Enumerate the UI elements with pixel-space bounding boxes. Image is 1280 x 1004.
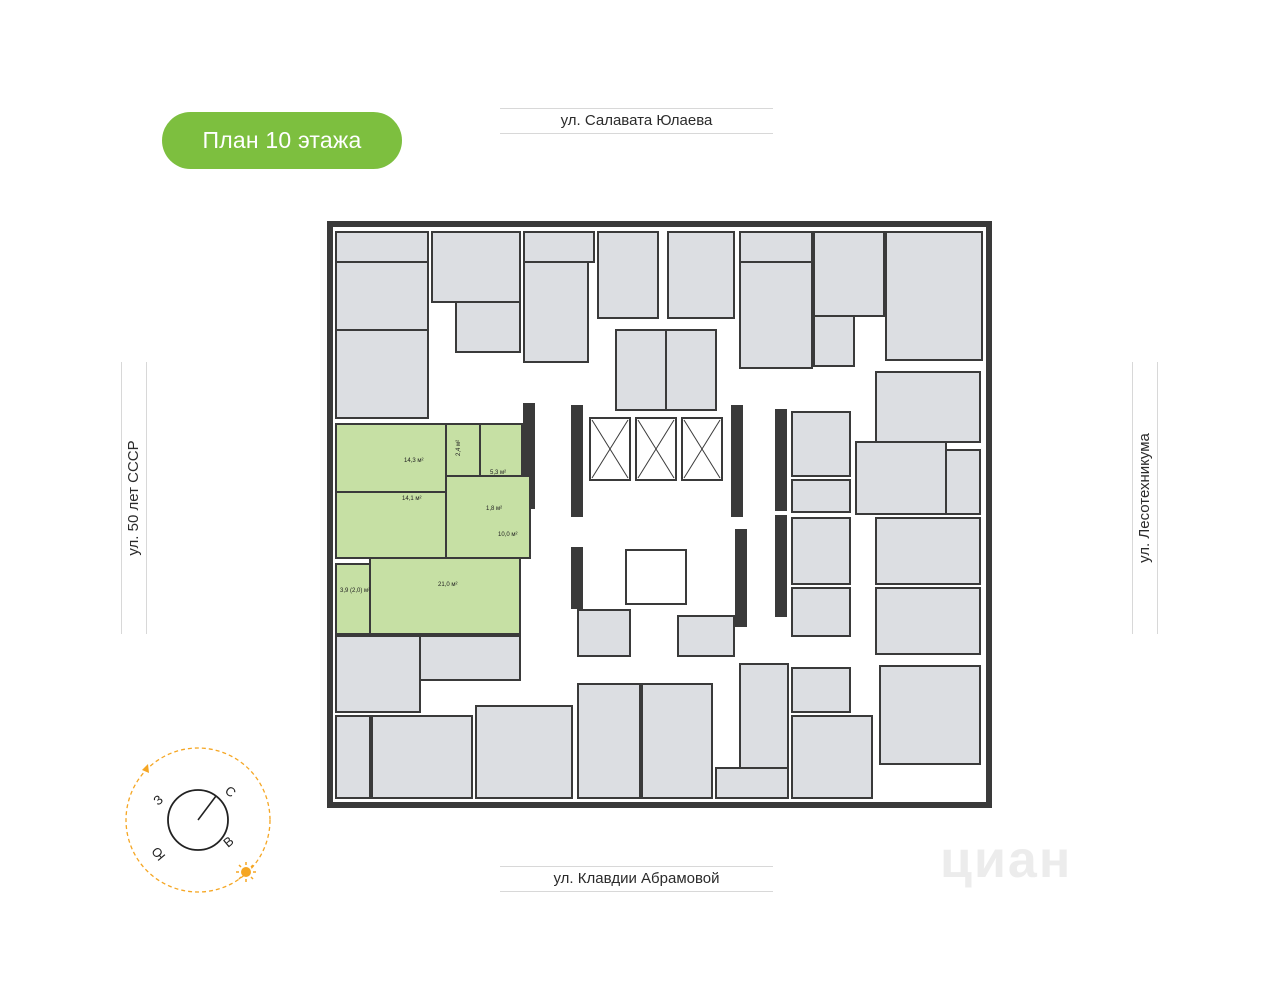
corridor <box>445 423 481 477</box>
room <box>455 301 521 353</box>
room <box>523 261 589 363</box>
floor-plan-title: План 10 этажа <box>162 112 402 169</box>
room <box>875 587 981 655</box>
room <box>875 371 981 443</box>
room <box>431 231 521 303</box>
sun-icon <box>236 862 256 882</box>
bedroom-2 <box>335 491 447 559</box>
shaft <box>731 405 743 517</box>
room <box>335 635 421 713</box>
sun-arrow-icon <box>142 764 149 773</box>
shaft <box>775 409 787 511</box>
area-corridor: 2,4 м² <box>456 440 462 456</box>
area-wc: 1,8 м² <box>486 506 502 512</box>
room <box>855 441 947 515</box>
room <box>667 231 735 319</box>
room <box>677 615 735 657</box>
room <box>791 715 873 799</box>
room <box>791 667 851 713</box>
room <box>739 663 789 769</box>
room <box>335 261 429 331</box>
room <box>615 329 667 411</box>
room <box>885 231 983 361</box>
area-balcony: 3,9 (2,0) м² <box>340 588 370 594</box>
room <box>335 329 429 419</box>
bedroom-1 <box>335 423 447 493</box>
room <box>715 767 789 799</box>
area-bathroom: 5,3 м² <box>490 470 506 476</box>
room <box>875 517 981 585</box>
street-bottom-label: ул. Клавдии Абрамовой <box>500 866 773 892</box>
area-hall: 10,0 м² <box>498 532 517 538</box>
shaft <box>775 515 787 617</box>
shaft <box>735 529 747 627</box>
compass-ring <box>167 789 229 851</box>
room <box>791 479 851 513</box>
compass-needle <box>197 795 217 821</box>
selected-apartment <box>335 423 531 635</box>
outer-wall-piers <box>327 221 992 808</box>
balcony <box>335 563 371 635</box>
sun-path <box>125 747 271 893</box>
room <box>577 683 641 799</box>
area-bedroom-1: 14,3 м² <box>404 458 423 464</box>
room <box>739 261 813 369</box>
room <box>335 231 429 263</box>
room <box>739 231 813 263</box>
room <box>419 635 521 681</box>
shaft <box>571 405 583 517</box>
room <box>813 231 885 317</box>
other-apartments <box>335 231 983 799</box>
room <box>945 449 981 515</box>
room <box>523 231 595 263</box>
room <box>577 609 631 657</box>
room <box>791 411 851 477</box>
area-living-kitchen: 21,0 м² <box>438 582 457 588</box>
compass-east: В <box>220 833 236 850</box>
room <box>641 683 713 799</box>
area-bedroom-2: 14,1 м² <box>402 496 421 502</box>
room <box>813 315 855 367</box>
room <box>791 517 851 585</box>
shaft <box>571 547 583 609</box>
room <box>475 705 573 799</box>
room <box>791 587 851 637</box>
hall <box>445 475 531 559</box>
watermark-logo: циан <box>940 831 1073 889</box>
room <box>335 715 371 799</box>
compass-north: С <box>222 783 239 801</box>
compass-west: З <box>150 792 166 809</box>
street-top-label: ул. Салавата Юлаева <box>500 108 773 134</box>
elevator-marks <box>591 419 721 479</box>
room <box>665 329 717 411</box>
room <box>371 715 473 799</box>
living-kitchen <box>369 557 521 635</box>
compass-south: Ю <box>148 844 168 864</box>
room <box>879 665 981 765</box>
compass: С В Ю З <box>125 747 271 893</box>
staircase <box>625 549 687 605</box>
room <box>597 231 659 319</box>
